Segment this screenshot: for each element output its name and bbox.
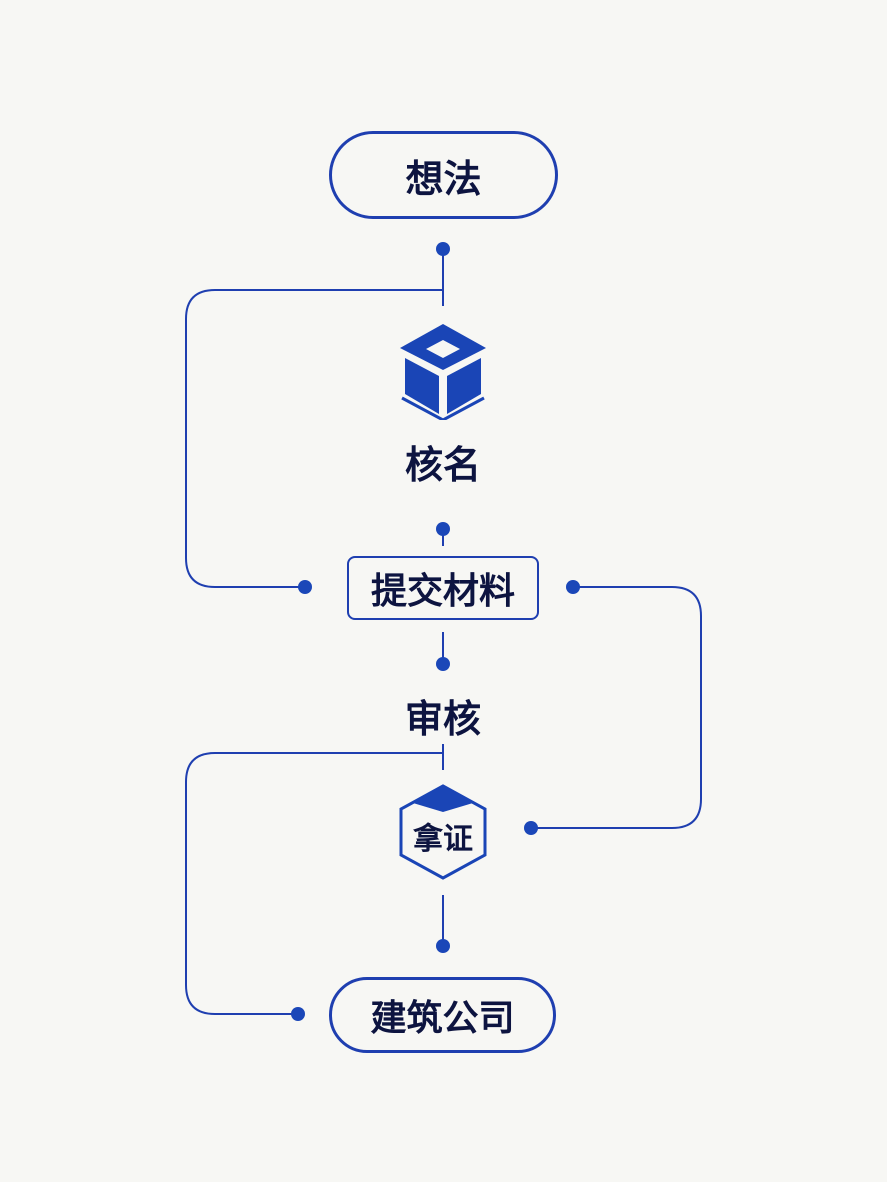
- connector-dot: [291, 1007, 305, 1021]
- connector-dot: [436, 522, 450, 536]
- node-company: [329, 977, 556, 1053]
- connector-dot: [436, 657, 450, 671]
- node-idea: [329, 131, 558, 219]
- node-review-label: 审核: [404, 697, 482, 741]
- node-idea-label: 想法: [405, 156, 482, 201]
- connector-dot: [298, 580, 312, 594]
- node-name-check-label: 核名: [404, 443, 482, 487]
- loop-idea-to-submit: [185, 289, 443, 588]
- node-submit: [347, 556, 539, 620]
- node-certificate-label: 拿证: [413, 822, 473, 857]
- connector-dot: [436, 939, 450, 953]
- connector-dot: [436, 242, 450, 256]
- hexagon-badge-icon: [399, 784, 487, 880]
- node-company-label: 建筑公司: [370, 998, 515, 1039]
- connector-dot: [566, 580, 580, 594]
- loop-review-to-company: [185, 752, 443, 1015]
- connector-dot: [524, 821, 538, 835]
- node-submit-label: 提交材料: [370, 571, 515, 612]
- box-cube-icon: [400, 324, 486, 420]
- loop-submit-to-certificate: [531, 586, 702, 829]
